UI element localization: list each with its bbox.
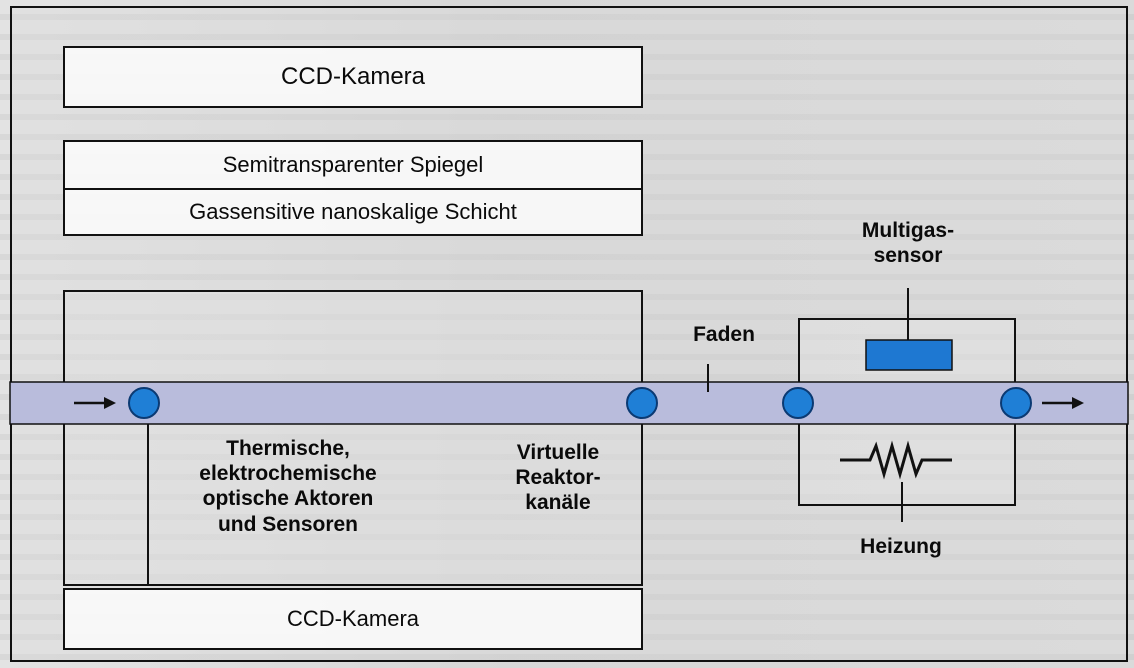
reactor-label: Virtuelle Reaktor- kanäle <box>515 441 601 515</box>
diagram-frame <box>10 6 1128 662</box>
sensor-label: Multigas- sensor <box>861 219 955 268</box>
arrow-in-icon <box>74 397 116 409</box>
roller-icon <box>128 387 160 419</box>
bottom-ccd-camera-box: CCD-Kamera <box>63 588 643 650</box>
actuators-box <box>63 290 643 586</box>
nanolayer-label: Gassensitive nanoskalige Schicht <box>189 198 517 224</box>
fiber-band <box>9 381 1129 425</box>
semitransparent-mirror-box: Semitransparenter Spiegel <box>63 140 643 190</box>
roller-icon <box>626 387 658 419</box>
top-ccd-camera-label: CCD-Kamera <box>280 62 426 90</box>
mirror-label: Semitransparenter Spiegel <box>222 151 484 177</box>
bottom-ccd-camera-label: CCD-Kamera <box>286 605 420 631</box>
roller-icon <box>782 387 814 419</box>
actuators-label: Thermische, elektrochemische optische Ak… <box>199 437 377 536</box>
fiber-label: Faden <box>693 323 755 346</box>
arrow-out-icon <box>1042 397 1084 409</box>
top-ccd-camera-box: CCD-Kamera <box>63 46 643 108</box>
resistor-icon <box>840 440 952 480</box>
heater-label: Heizung <box>860 535 942 558</box>
multigas-sensor-element <box>865 339 953 371</box>
nanolayer-box: Gassensitive nanoskalige Schicht <box>63 188 643 236</box>
roller-icon <box>1000 387 1032 419</box>
